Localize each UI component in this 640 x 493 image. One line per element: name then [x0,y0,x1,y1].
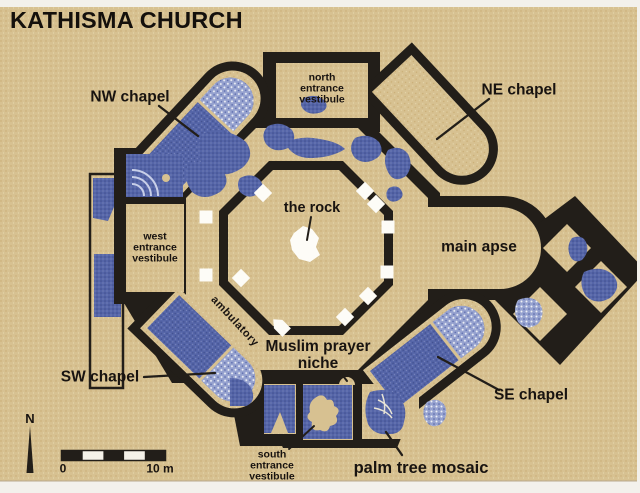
label-sw-chapel: SW chapel [60,368,140,386]
label-west-entrance-vestibule: west entrance vestibule [132,230,178,265]
label-line: west [143,230,167,243]
label-line: entrance [133,241,177,254]
label-line: south [257,448,287,461]
sw-chapel-leader [142,371,217,379]
label-line: vestibule [249,470,295,483]
south-vestibule-leader [288,425,315,450]
ne-chapel-leader [435,97,491,141]
label-line: entrance [300,82,344,95]
north-arrow [26,426,34,473]
scale-bar [60,449,167,462]
label-palm-tree-mosaic: palm tree mosaic [353,459,489,478]
ne-chapel-room [371,55,489,176]
label-se-chapel: SE chapel [493,386,569,404]
label-compass-north: N [25,410,35,426]
label-north-entrance-vestibule: north entrance vestibule [299,71,345,106]
se-chapel-leader [436,355,501,392]
annex-block [470,196,640,365]
west-vestibule-room [126,204,184,292]
label-the-rock: the rock [283,200,341,217]
label-south-entrance-vestibule: south entrance vestibule [249,448,295,483]
label-line: vestibule [132,252,178,265]
label-line: vestibule [299,93,345,106]
label-line: niche [297,355,339,372]
door-markers [199,181,395,337]
mosaic-fragments [126,77,618,439]
label-line: entrance [250,459,294,472]
page-title: KATHISMA CHURCH [10,7,243,33]
nw-chapel-leader [157,104,200,138]
scale-end-label: 10 m [146,461,174,476]
scale-start-label: 0 [59,461,67,476]
label-main-apse: main apse [441,238,517,256]
niche-leader [339,371,348,382]
main-apse-room [424,207,541,289]
palm-mosaic-leader [384,430,404,457]
nw-mosaic-room [126,154,183,197]
label-muslim-prayer-niche: Muslim prayer niche [265,338,370,372]
label-line: north [308,71,336,84]
label-ne-chapel: NE chapel [481,81,557,99]
the-rock-shape [290,226,320,262]
label-line: Muslim prayer [265,338,371,355]
label-nw-chapel: NW chapel [90,88,170,106]
rock-leader [306,216,312,241]
leader-lines [142,97,501,457]
